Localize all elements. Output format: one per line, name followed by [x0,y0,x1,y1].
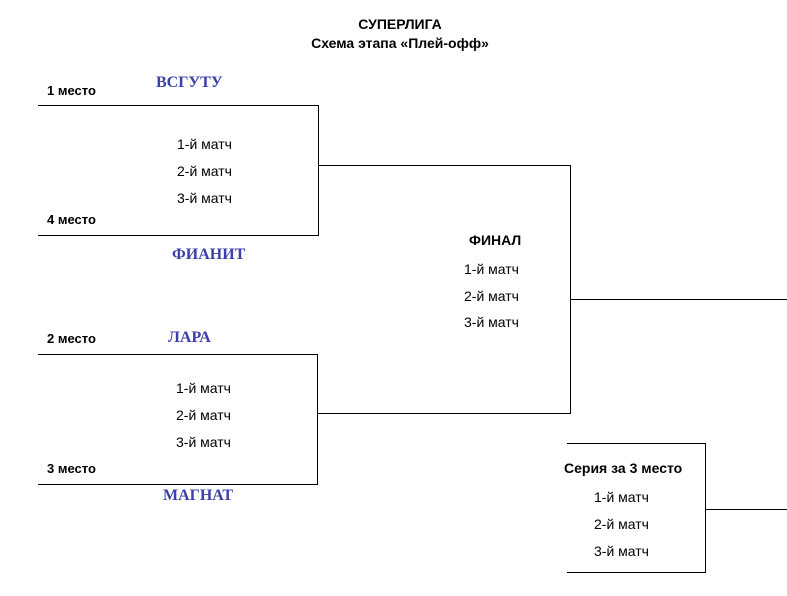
page-title: СУПЕРЛИГА [358,16,442,32]
third-match-2: 2-й матч [594,516,649,532]
sf1-match-3: 3-й матч [177,190,232,206]
page-subtitle: Схема этапа «Плей-офф» [311,35,489,51]
sf2-match-2: 2-й матч [176,407,231,423]
team-name-lara: ЛАРА [168,329,211,346]
bracket-line-third-vertical [705,443,706,573]
final-match-2: 2-й матч [464,288,519,304]
final-match-1: 1-й матч [464,261,519,277]
sf2-match-3: 3-й матч [176,434,231,450]
team-name-fianit: ФИАНИТ [172,246,246,263]
third-place-label: Серия за 3 место [564,460,683,476]
place-label-3: 3 место [47,461,96,476]
bracket-line-sf1-vertical [318,105,319,236]
bracket-line-sf1-bottom [38,235,319,236]
bracket-line-sf1-top [38,105,319,106]
place-label-2: 2 место [47,331,96,346]
bracket-line-sf2-vertical [317,354,318,485]
bracket-line-final-bottom [318,413,571,414]
bracket-line-sf2-top [38,354,318,355]
team-name-magnat: МАГНАТ [163,487,234,504]
sf2-match-1: 1-й матч [176,380,231,396]
bracket-line-sf2-bottom [38,484,318,485]
sf1-match-2: 2-й матч [177,163,232,179]
final-match-3: 3-й матч [464,314,519,330]
place-label-1: 1 место [47,83,96,98]
bracket-line-final-vertical [570,165,571,414]
third-match-3: 3-й матч [594,543,649,559]
bracket-line-final-out [570,299,787,300]
final-label: ФИНАЛ [469,232,522,248]
place-label-4: 4 место [47,212,96,227]
bracket-line-third-top [567,443,706,444]
sf1-match-1: 1-й матч [177,136,232,152]
bracket-line-third-out [705,509,787,510]
team-name-vsgutu: ВСГУТУ [156,74,223,91]
third-match-1: 1-й матч [594,489,649,505]
bracket-line-third-bottom [567,572,706,573]
bracket-line-final-top [318,165,571,166]
